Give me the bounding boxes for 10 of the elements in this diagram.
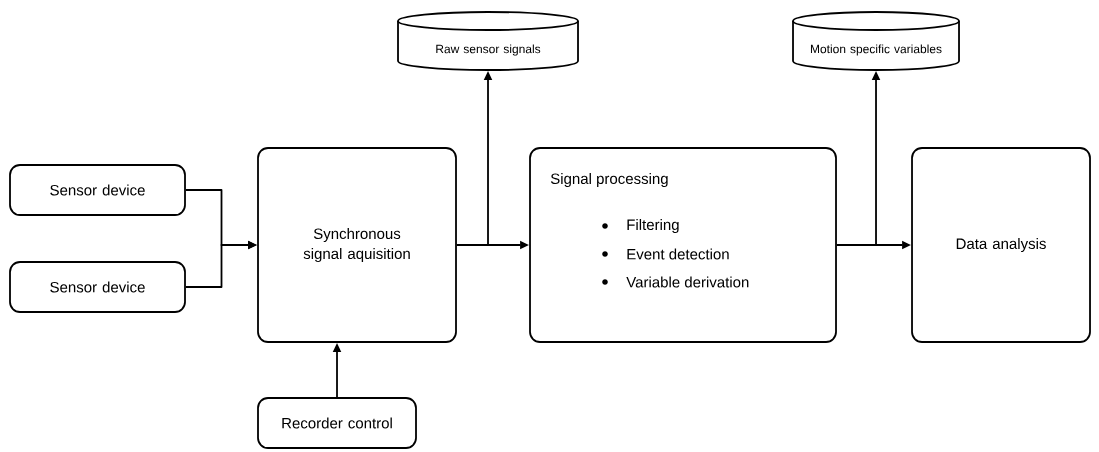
process-box: Data analysis <box>911 147 1091 343</box>
process-box: Recorder control <box>257 397 417 449</box>
node-label: Raw sensor signals <box>436 44 541 56</box>
database-cylinder: Raw sensor signals <box>397 11 579 71</box>
process-box: Synchronous signal aquisition <box>257 147 457 343</box>
database-cylinder: Motion specific variables <box>792 11 960 71</box>
node-label: Motion specific variables <box>810 44 942 56</box>
process-box: Sensor device <box>9 261 186 313</box>
process-box: Sensor device <box>9 164 186 216</box>
process-box: Signal processing Filtering Event detection Variable derivation <box>529 147 837 343</box>
